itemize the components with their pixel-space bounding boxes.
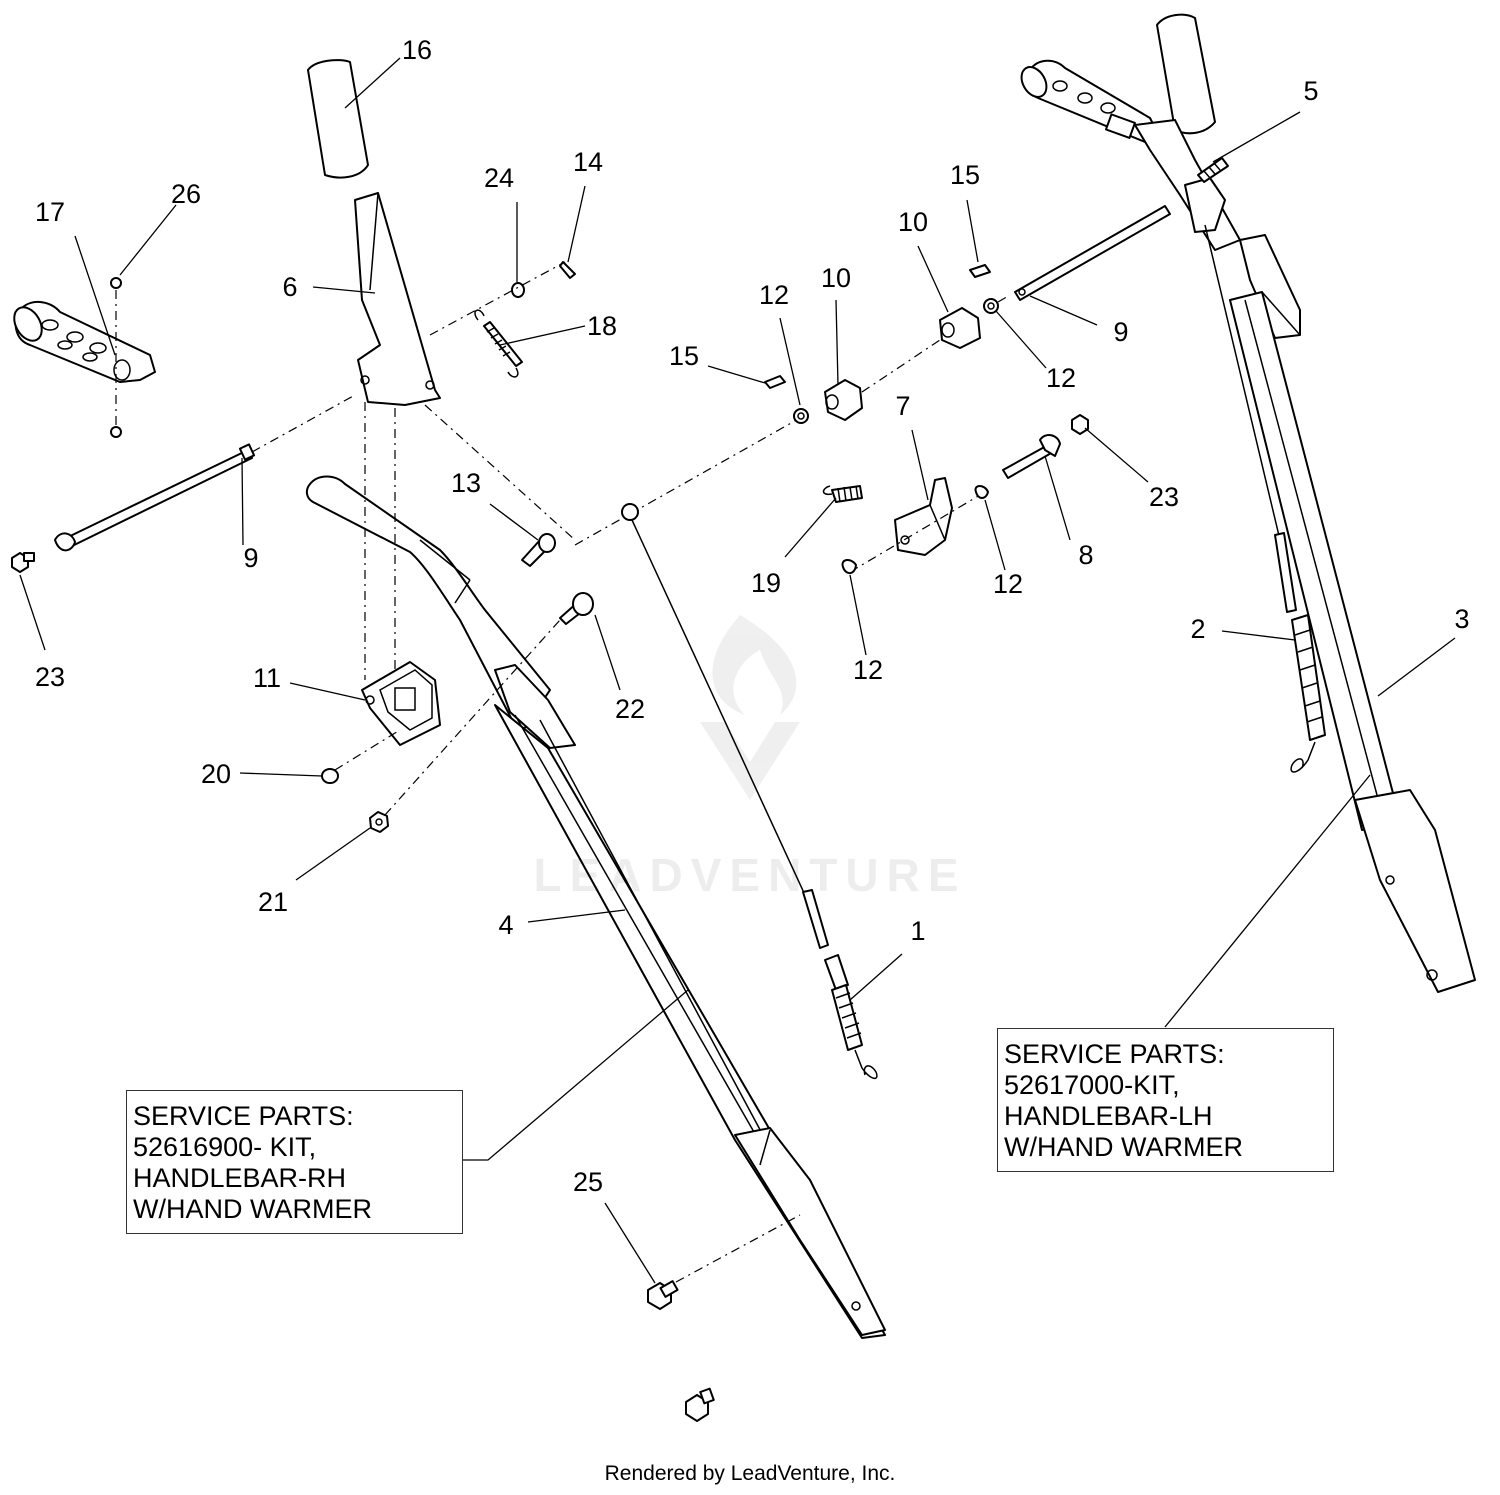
callout-12-b: 12: [1046, 363, 1076, 393]
footer-credit: Rendered by LeadVenture, Inc.: [604, 1462, 896, 1485]
kit-lh-line-3: HANDLEBAR-LH: [1004, 1101, 1213, 1131]
callout-16: 16: [402, 35, 432, 65]
bracket-6: [354, 192, 441, 406]
leader-lines: [19, 57, 1456, 1284]
kit-lh-line-1: SERVICE PARTS:: [1004, 1039, 1225, 1069]
cable-1: [621, 503, 878, 1080]
callout-4: 4: [498, 910, 513, 940]
callout-18: 18: [587, 311, 617, 341]
callout-10-left: 10: [821, 263, 851, 293]
bolt-25: [647, 1280, 679, 1310]
pin-15-right: [969, 264, 991, 278]
callout-3: 3: [1454, 604, 1469, 634]
pin-8: [1002, 434, 1061, 479]
callout-23-right: 23: [1149, 482, 1179, 512]
callout-12-c: 12: [993, 569, 1023, 599]
nut-21: [369, 811, 389, 833]
clip-12-c: [841, 559, 857, 575]
callout-6: 6: [282, 272, 297, 302]
callout-12-a: 12: [759, 280, 789, 310]
spring-18: [474, 309, 523, 378]
bolt-23-left: [11, 552, 35, 573]
pin-22: [559, 592, 594, 625]
bushing-10-b: [939, 307, 981, 349]
callout-5: 5: [1303, 76, 1318, 106]
clip-12-d: [974, 485, 989, 499]
callout-2: 2: [1190, 614, 1205, 644]
callout-7: 7: [895, 391, 910, 421]
callout-14: 14: [573, 147, 603, 177]
watermark-logo: [700, 615, 800, 800]
washer-12-a: [793, 408, 809, 424]
loose-bolt: [685, 1387, 715, 1422]
callout-22: 22: [615, 694, 645, 724]
callout-19: 19: [751, 568, 781, 598]
pin-14: [559, 261, 576, 279]
callout-26: 26: [171, 179, 201, 209]
bracket-11: [361, 661, 441, 746]
cap-16: [307, 59, 369, 179]
handlebar-rh: [305, 475, 886, 1422]
callout-23-left: 23: [35, 662, 65, 692]
service-parts-rh-box: SERVICE PARTS: 52616900- KIT, HANDLEBAR-…: [126, 1090, 463, 1234]
kit-lh-line-2: 52617000-KIT,: [1004, 1070, 1180, 1100]
watermark-text: LEADVENTURE: [533, 849, 967, 901]
spring-19: [822, 485, 863, 503]
callout-numbers: 1 2 3 4 5 6 7 8 9 9 10 10 11 12 12 12 12…: [35, 35, 1470, 1197]
handlebar-lh: [1014, 13, 1476, 993]
callout-24: 24: [484, 163, 514, 193]
pin-15-left: [764, 375, 786, 389]
callout-21: 21: [258, 887, 288, 917]
washer-24: [511, 282, 525, 298]
grip-17: [13, 301, 156, 383]
kit-lh-line-4: W/HAND WARMER: [1004, 1132, 1243, 1162]
callout-9-left: 9: [243, 543, 258, 573]
kit-rh-line-1: SERVICE PARTS:: [133, 1101, 354, 1131]
callout-10-right: 10: [898, 207, 928, 237]
pin-13: [521, 533, 556, 567]
callout-13: 13: [451, 468, 481, 498]
callout-25: 25: [573, 1167, 603, 1197]
bracket-7: [894, 477, 953, 556]
washer-12-b: [983, 298, 999, 314]
callout-15-left: 15: [669, 341, 699, 371]
rod-9-left: [54, 443, 256, 552]
callout-15-right: 15: [950, 160, 980, 190]
nut-26: [110, 277, 122, 289]
kit-rh-line-2: 52616900- KIT,: [133, 1132, 317, 1162]
callout-1: 1: [910, 916, 925, 946]
callout-20: 20: [201, 759, 231, 789]
callout-9-right: 9: [1113, 317, 1128, 347]
kit-rh-line-3: HANDLEBAR-RH: [133, 1163, 347, 1193]
nut-20: [321, 768, 339, 784]
callout-17: 17: [35, 197, 65, 227]
service-parts-lh-box: SERVICE PARTS: 52617000-KIT, HANDLEBAR-L…: [997, 1028, 1334, 1172]
kit-rh-line-4: W/HAND WARMER: [133, 1194, 372, 1224]
callout-12-d: 12: [853, 655, 883, 685]
callout-11: 11: [253, 663, 281, 693]
bushing-10-a: [824, 379, 863, 421]
bolt-23-right: [1071, 414, 1089, 435]
callout-8: 8: [1078, 540, 1093, 570]
